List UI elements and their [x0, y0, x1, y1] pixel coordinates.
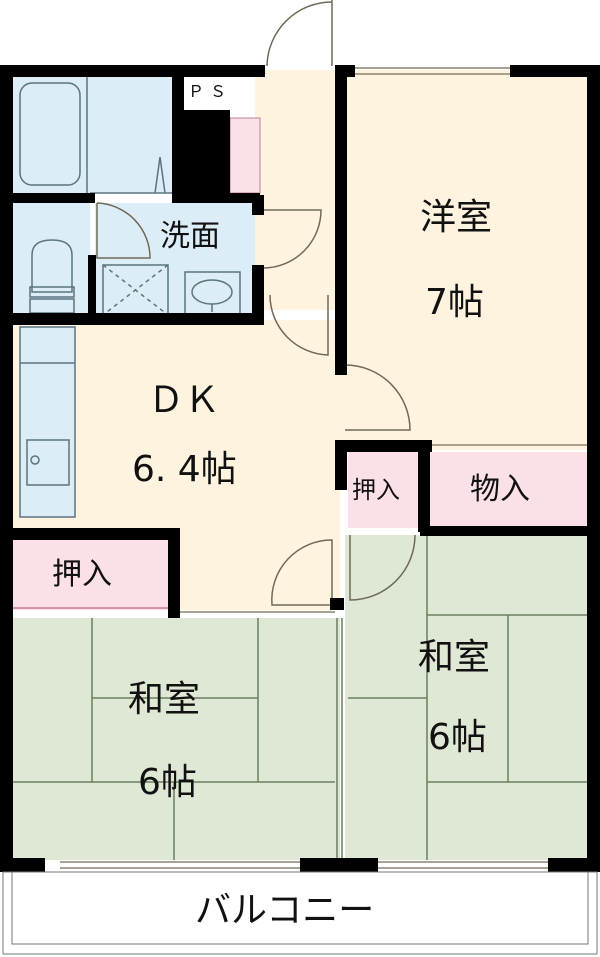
pipe-space-box [180, 78, 252, 106]
dk-name: ＤＫ [148, 380, 221, 421]
pipe-space-closet [229, 117, 261, 194]
closet-right-floor [348, 452, 420, 528]
room-fills [12, 70, 588, 860]
bathroom-floor [12, 75, 172, 193]
entrance-door-swing [266, 1, 333, 67]
closet-left-floor [12, 540, 172, 610]
storage-floor [430, 452, 588, 528]
balcony-label: バルコニー [195, 890, 375, 931]
doors [96, 0, 416, 606]
window-strips [12, 67, 588, 869]
balcony [2, 871, 598, 955]
closet-right-label: 押入 [352, 476, 400, 504]
bathtub-icon [19, 82, 81, 186]
western-room-floor [340, 70, 588, 450]
storage-label: 物入 [470, 472, 530, 507]
japanese-room-right-size: 6帖 [428, 717, 487, 758]
pipe-space-label: ＰＳ [188, 82, 233, 101]
washroom-label: 洗面 [160, 219, 220, 254]
tatami-lines [12, 535, 588, 860]
dk-size: 6. 4帖 [132, 449, 237, 490]
japanese-room-left-size: 6帖 [138, 762, 197, 803]
japanese-room-left-name: 和室 [128, 679, 201, 720]
entrance-floor [255, 70, 340, 310]
kitchen-counter [19, 326, 76, 518]
kitchen-sink-icon [26, 439, 70, 486]
japanese-room-right-name: 和室 [418, 637, 491, 678]
toilet-floor [12, 203, 90, 313]
toilet-icon [31, 239, 73, 293]
walls [0, 65, 600, 872]
fixtures [19, 75, 241, 486]
western-room-name: 洋室 [420, 197, 493, 238]
western-room-size: 7帖 [425, 282, 484, 323]
japanese-room-left-floor [12, 618, 340, 860]
closet-left-label: 押入 [52, 557, 112, 592]
